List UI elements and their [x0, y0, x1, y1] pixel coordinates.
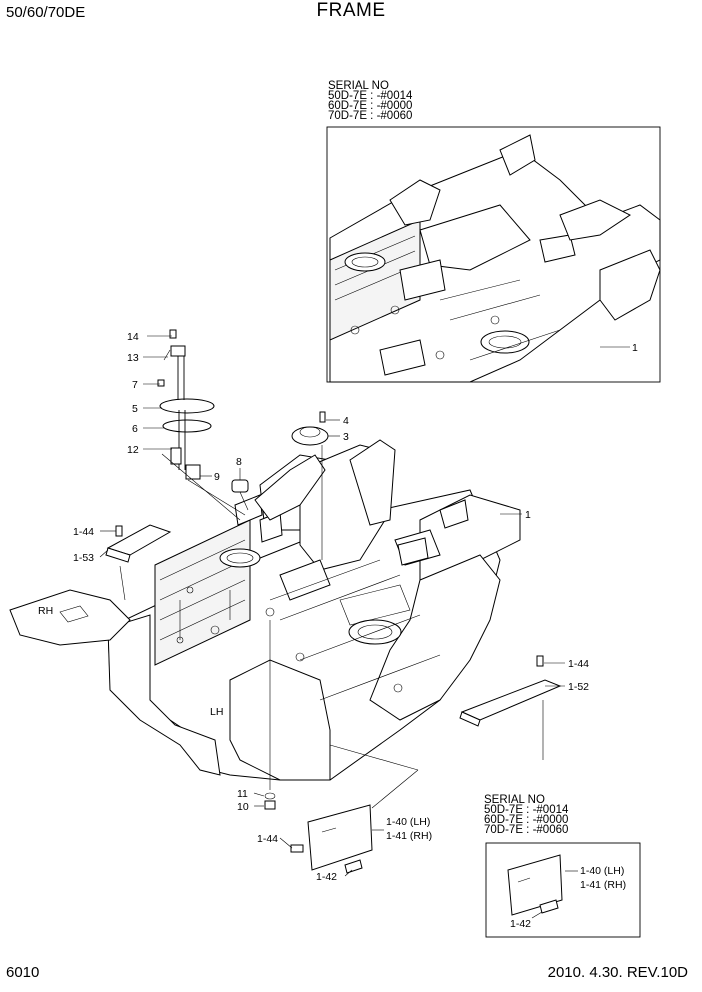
callout-1-44-left: 1-44 [73, 526, 94, 538]
callout-12: 12 [127, 444, 139, 456]
serial-note-top: SERIAL NO 50D-7E : -#0014 60D-7E : -#000… [328, 80, 413, 122]
serial-line: 70D-7E : -#0060 [328, 110, 413, 122]
serial-note-bottom: SERIAL NO 50D-7E : -#0014 60D-7E : -#000… [484, 794, 569, 836]
frame-right-fender [369, 554, 501, 721]
cap-8 [231, 479, 249, 493]
callout-1-53: 1-53 [73, 552, 94, 564]
callout-7: 7 [132, 379, 138, 391]
gasket [162, 419, 212, 433]
callout-3: 3 [343, 431, 349, 443]
callout-1-40: 1-40 (LH) [386, 816, 430, 828]
rh-label: RH [38, 605, 53, 617]
inset-side-plate [329, 219, 421, 341]
non-slip-plate-left [105, 524, 172, 563]
lh-label: LH [210, 706, 223, 718]
callout-14: 14 [127, 331, 139, 343]
callout-1-44-right: 1-44 [568, 658, 589, 670]
side-cover-main [307, 804, 373, 871]
callout-1-40-inset: 1-40 (LH) [580, 865, 624, 877]
callout-4: 4 [343, 415, 349, 427]
callout-1-52: 1-52 [568, 681, 589, 693]
sender-plate [159, 398, 215, 414]
latch-1-42-main [344, 859, 363, 874]
callout-1-inset: 1 [632, 342, 638, 354]
frame-oval-port [219, 548, 261, 568]
callout-9: 9 [214, 471, 220, 483]
sender-cap [170, 345, 186, 357]
bolt-1-44-left [115, 525, 123, 537]
callout-1-41: 1-41 (RH) [386, 830, 432, 842]
rh-step-plate [9, 589, 131, 646]
callout-1-42: 1-42 [316, 871, 337, 883]
non-slip-plate-right [459, 679, 562, 727]
serial-line: 60D-7E : -#0000 [484, 814, 569, 826]
bolt-4 [319, 411, 326, 423]
side-cover-inset [507, 854, 563, 916]
callout-1-42-inset: 1-42 [510, 918, 531, 930]
page-title: FRAME [316, 0, 386, 21]
frame-rear-step [229, 659, 331, 781]
inset-oval-port [480, 330, 530, 354]
callout-1-41-inset: 1-41 (RH) [580, 879, 626, 891]
callout-10: 10 [237, 801, 249, 813]
callout-11: 11 [237, 788, 248, 800]
serial-line: 50D-7E : -#0014 [328, 90, 413, 102]
latch-1-42-inset [539, 899, 559, 914]
inset-frame-top [326, 126, 661, 383]
cap-3 [291, 426, 329, 446]
callout-1-44-bottom: 1-44 [257, 833, 278, 845]
revision-date: 2010. 4.30. REV.10D [547, 964, 688, 981]
inset-border-bottom [485, 842, 641, 938]
serial-line: 50D-7E : -#0014 [484, 804, 569, 816]
callout-6: 6 [132, 423, 138, 435]
plug-10 [264, 800, 276, 810]
serial-heading: SERIAL NO [484, 794, 545, 806]
frame-rear-upright [349, 439, 396, 526]
inset-oval-port [344, 252, 386, 272]
main-frame [107, 439, 521, 781]
callout-5: 5 [132, 403, 138, 415]
callout-13: 13 [127, 352, 139, 364]
callout-8: 8 [236, 456, 242, 468]
serial-heading: SERIAL NO [328, 80, 389, 92]
o-ring-11 [264, 792, 276, 800]
page-number: 6010 [6, 964, 40, 981]
callout-1: 1 [525, 509, 531, 521]
bolt-1-44-bottom [290, 844, 304, 853]
filter-9 [185, 464, 201, 480]
serial-line: 70D-7E : -#0060 [484, 824, 569, 836]
leader-lines [99, 335, 578, 919]
model-code: 50/60/70DE [6, 4, 86, 21]
serial-line: 60D-7E : -#0000 [328, 100, 413, 112]
bolt-1-44-right [536, 655, 544, 667]
fuel-sender-assembly [157, 329, 215, 480]
